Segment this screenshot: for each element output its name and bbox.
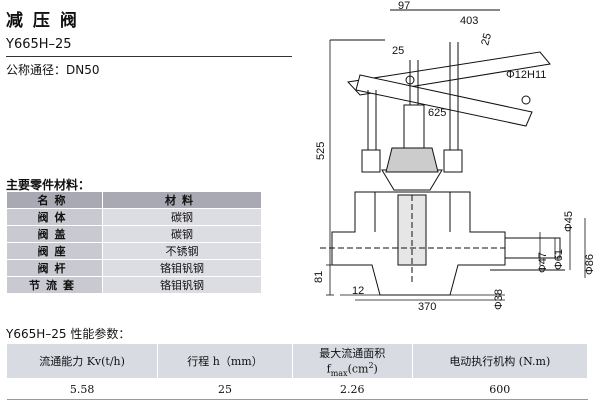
column-header-name: 名称: [6, 191, 103, 209]
header-stroke: 行程 h（mm）: [157, 343, 293, 379]
lever-arm: [330, 9, 551, 127]
dim-625: 625: [428, 107, 446, 119]
part-name: 阀杆: [6, 259, 103, 277]
valve-bonnet: [361, 147, 463, 191]
actuator-value: 600: [412, 378, 588, 400]
header-flow-area-title: 最大流通面积: [319, 346, 386, 360]
dim-phi38: Φ38: [493, 289, 505, 310]
dim-phi12: Φ12H11: [506, 69, 546, 81]
column-header-material: 材料: [102, 191, 262, 209]
dim-phi86: Φ86: [584, 254, 596, 275]
valve-body: [320, 191, 515, 296]
dim-25a: 25: [392, 45, 404, 57]
stroke-value: 25: [157, 378, 293, 400]
header-flow-area-unit: fmax(cm2): [326, 360, 378, 378]
flow-area-value: 2.26: [292, 378, 413, 400]
valve-technical-drawing: 97 403 25 25 Φ12H11 625 525 Φ45 Φ47 Φ61 …: [313, 0, 596, 313]
dim-phi45: Φ45: [563, 211, 575, 232]
model-number: Y665H–25: [6, 37, 72, 52]
part-material: 铬钼钒钢: [102, 259, 262, 277]
dim-403: 403: [460, 15, 478, 27]
part-name: 阀体: [6, 208, 103, 226]
dim-370: 370: [418, 301, 436, 313]
header-flow-capacity: 流通能力 Kv(t/h): [5, 343, 159, 379]
part-name: 阀盖: [6, 225, 103, 243]
dim-phi61: Φ61: [553, 249, 565, 270]
performance-section-title: Y665H–25 性能参数：: [6, 327, 131, 341]
part-material: 碳钢: [102, 208, 262, 226]
dimension-lines: [326, 40, 586, 301]
materials-header-row: 名称 材料: [6, 191, 262, 209]
header-divider: [6, 56, 292, 57]
dim-phi47: Φ47: [537, 252, 549, 273]
materials-table: 名称 材料 阀体 碳钢 阀盖 碳钢 阀座 不锈钢 阀杆 铬钼钒钢 节流套 铬钼钒…: [6, 191, 262, 294]
page-title: 减 压 阀: [6, 11, 79, 31]
table-row: 节流套 铬钼钒钢: [6, 276, 262, 294]
flow-capacity-value: 5.58: [6, 378, 158, 400]
part-name: 阀座: [6, 242, 103, 260]
table-row: 5.58 25 2.26 600: [6, 378, 588, 400]
part-material: 不锈钢: [102, 242, 262, 260]
valve-stems: [367, 42, 459, 155]
performance-table: 流通能力 Kv(t/h) 行程 h（mm） 最大流通面积 fmax(cm2) 电…: [5, 343, 589, 400]
part-material: 铬钼钒钢: [102, 276, 262, 294]
dim-81: 81: [313, 271, 325, 283]
header-flow-area: 最大流通面积 fmax(cm2): [291, 343, 413, 379]
table-row: 阀座 不锈钢: [6, 242, 262, 260]
table-row: 阀体 碳钢: [6, 208, 262, 226]
materials-section-title: 主要零件材料：: [6, 178, 91, 192]
performance-header-row: 流通能力 Kv(t/h) 行程 h（mm） 最大流通面积 fmax(cm2) 电…: [5, 343, 589, 379]
header-actuator: 电动执行机构 (N.m): [411, 343, 589, 379]
outlet-pipe: [490, 237, 565, 271]
part-material: 碳钢: [102, 225, 262, 243]
dim-12: 12: [352, 285, 364, 297]
dim-525: 525: [315, 142, 327, 160]
part-name: 节流套: [6, 276, 103, 294]
dim-97: 97: [398, 0, 410, 12]
dim-25b: 25: [479, 32, 494, 47]
nominal-diameter: 公称通径：DN50: [6, 63, 100, 77]
table-row: 阀盖 碳钢: [6, 225, 262, 243]
table-row: 阀杆 铬钼钒钢: [6, 259, 262, 277]
